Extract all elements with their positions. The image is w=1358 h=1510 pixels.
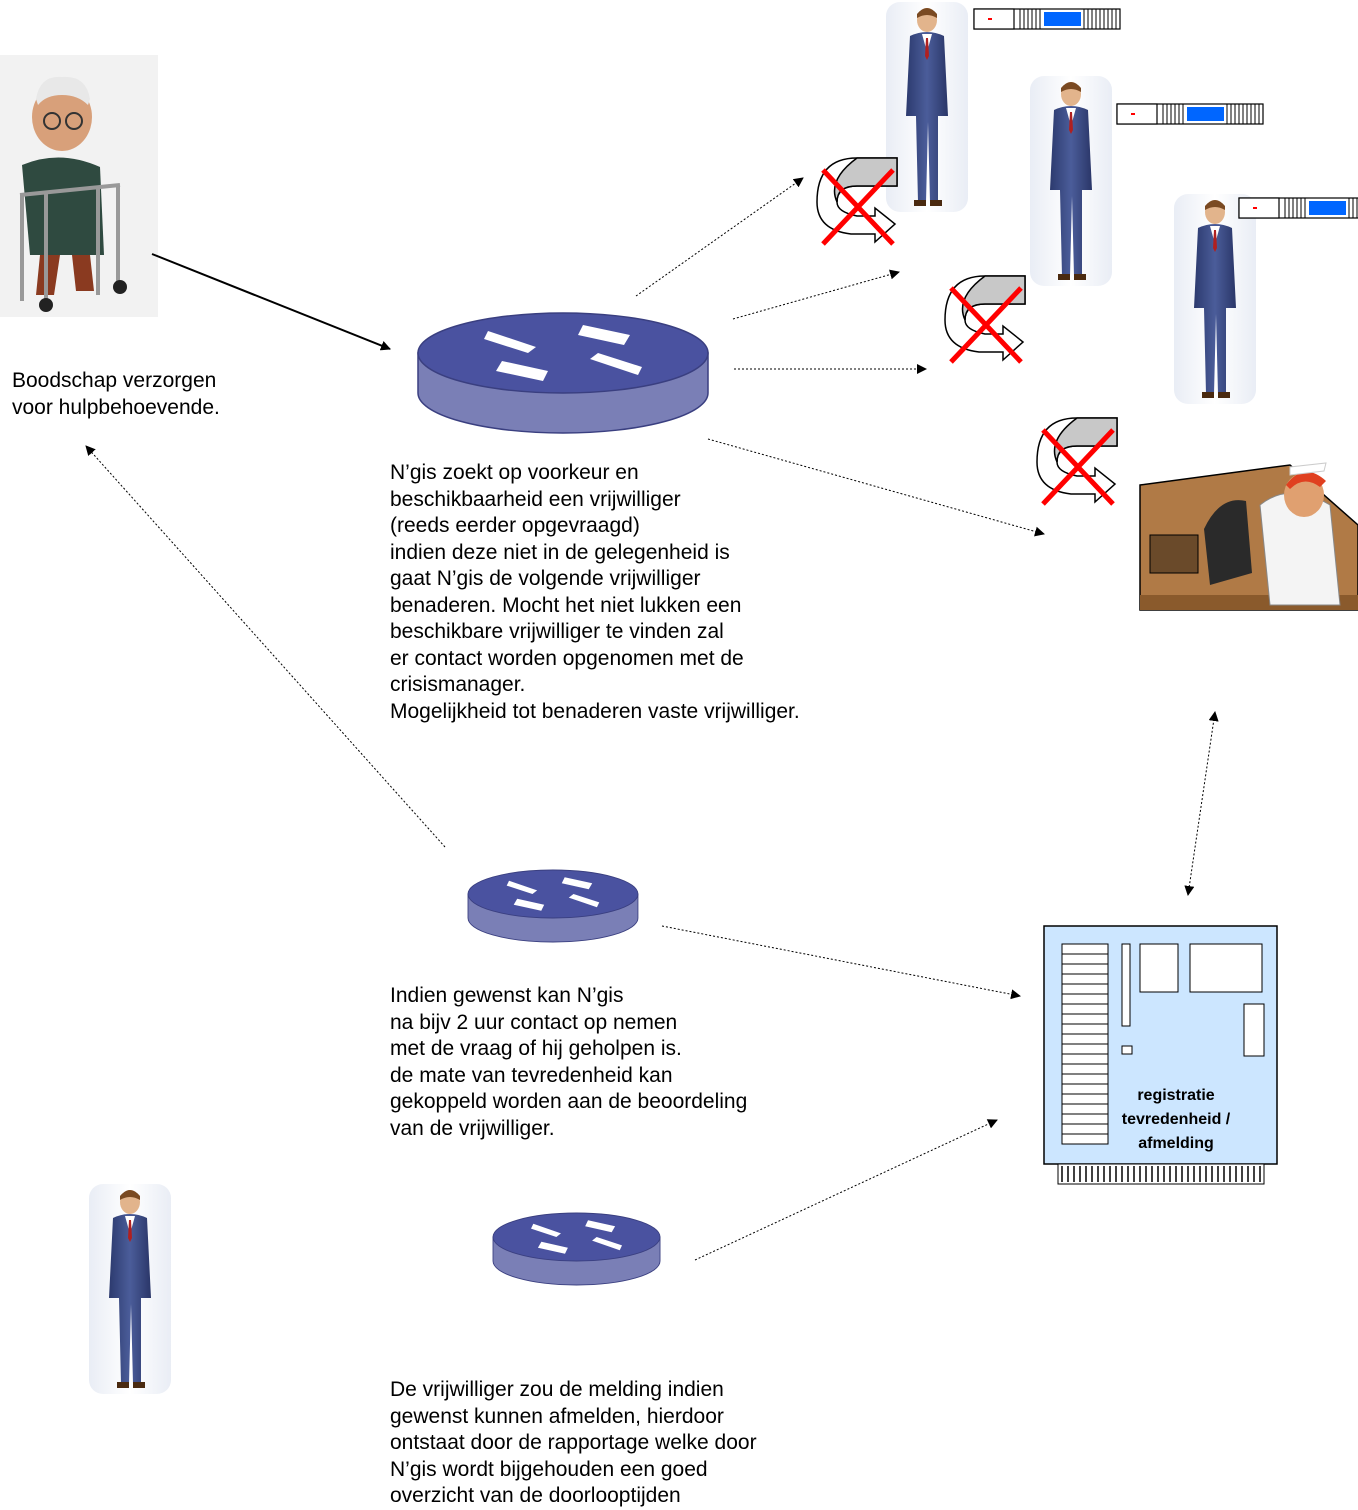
circuit-board-icon: registratie tevredenheid / afmelding	[1043, 925, 1278, 1185]
retry-arrow-icon	[945, 276, 1025, 362]
board-label-2: tevredenheid /	[1122, 1111, 1231, 1128]
connector-arrows	[85, 177, 1219, 1261]
volunteer-person-icon	[89, 1184, 171, 1394]
volunteer-person-icon	[886, 2, 968, 212]
router-icon	[467, 869, 639, 943]
volunteer-person-icon	[1174, 194, 1256, 404]
board-label-1: registratie	[1137, 1087, 1214, 1104]
retry-arrow-icon	[817, 158, 897, 244]
elderly-person-walker-icon	[0, 55, 158, 317]
board-label-3: afmelding	[1138, 1135, 1214, 1152]
followup-description-text: Indien gewenst kan N’gis na bijv 2 uur c…	[390, 984, 748, 1140]
nurse-at-desk-icon	[1139, 445, 1358, 611]
router-icon	[492, 1212, 661, 1286]
elder-request-text: Boodschap verzorgen voor hulpbehoevende.	[12, 369, 220, 419]
router-icon	[417, 312, 709, 434]
volunteer-person-icon	[1030, 76, 1112, 286]
status-indicator-icon	[1238, 197, 1358, 219]
status-indicator-icon	[1116, 103, 1264, 125]
retry-arrow-icon	[1037, 418, 1117, 504]
status-indicator-icon	[973, 8, 1121, 30]
router-description-text: N’gis zoekt op voorkeur en beschikbaarhe…	[390, 461, 800, 723]
checkout-description-text: De vrijwilliger zou de melding indien ge…	[390, 1378, 757, 1507]
